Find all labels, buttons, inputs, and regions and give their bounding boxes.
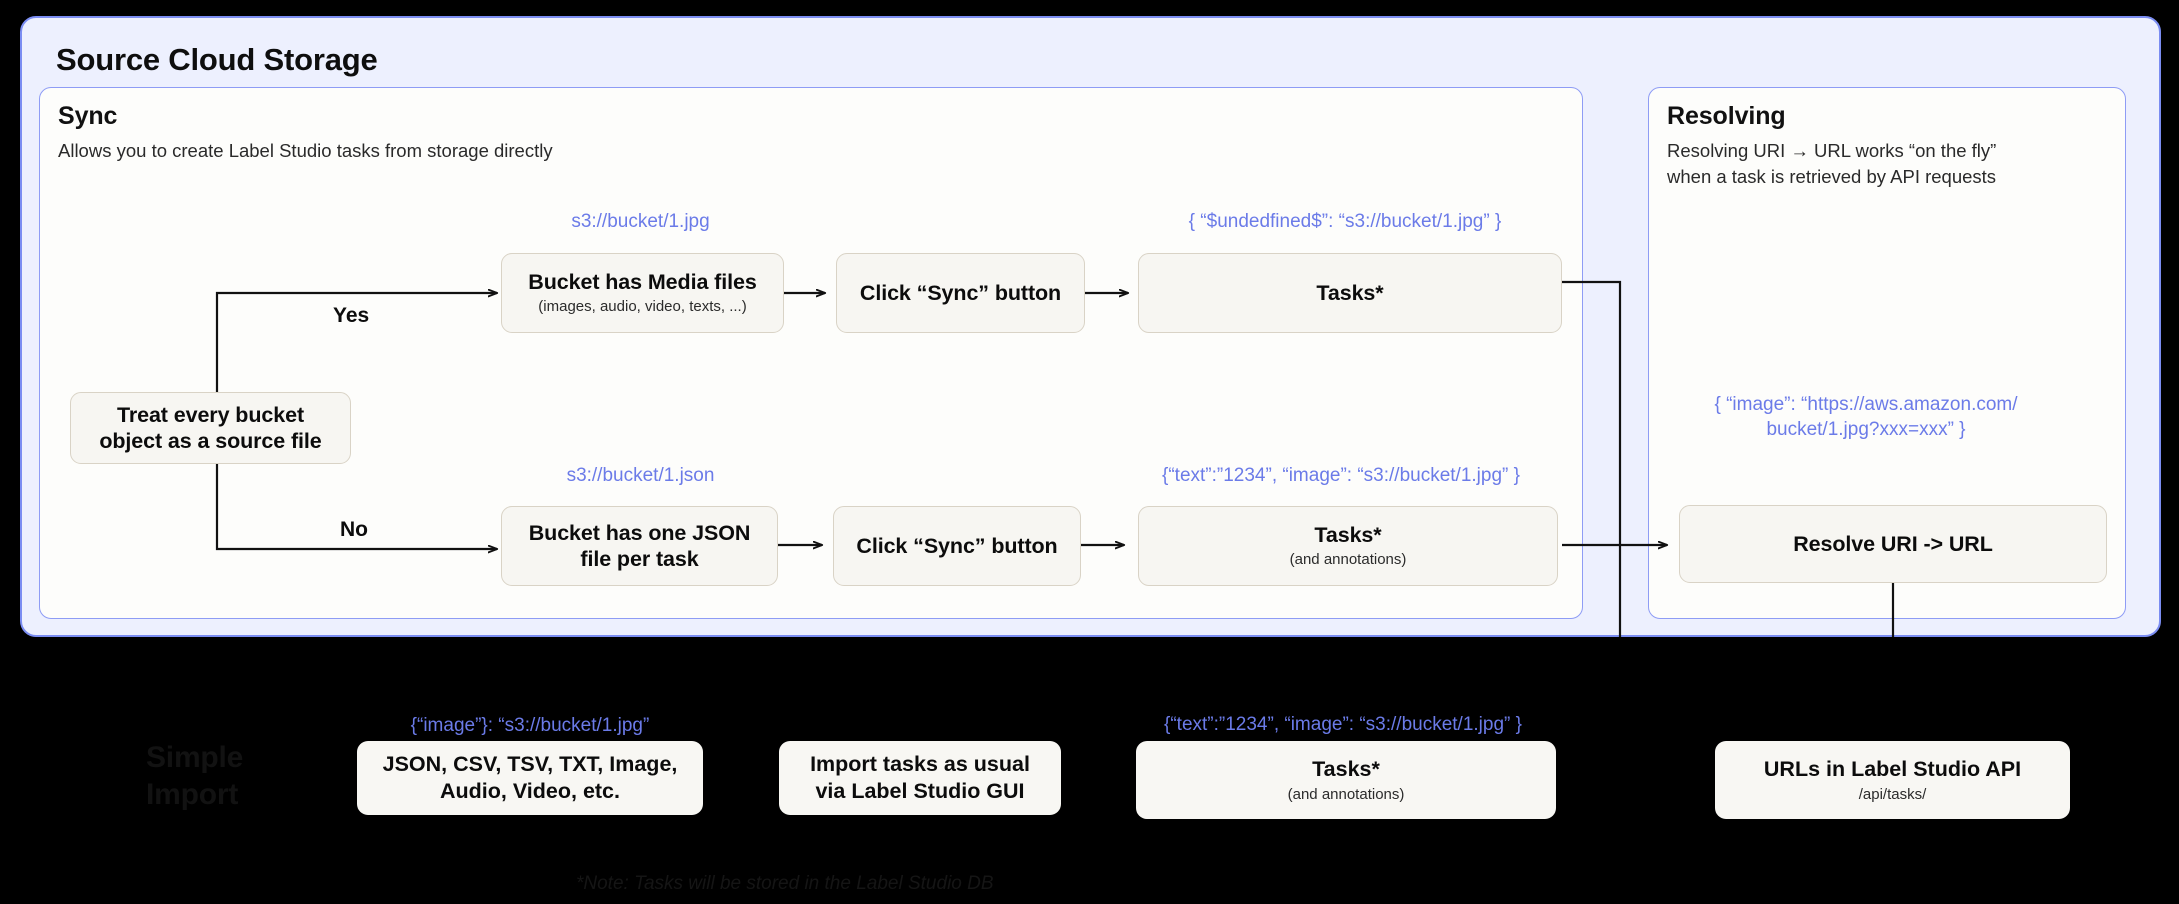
- node-label: Import tasks as usual via Label Studio G…: [810, 751, 1030, 803]
- no-result-json-label: {“text”:”1234”, “image”: “s3://bucket/1.…: [1162, 465, 1520, 486]
- node-bucket-has-one-json-file[interactable]: Bucket has one JSON file per task: [501, 506, 778, 586]
- import-tasks-json-label: {“text”:”1234”, “image”: “s3://bucket/1.…: [1164, 714, 1522, 735]
- yes-result-json-label: { “$undedfined$”: “s3://bucket/1.jpg” }: [1188, 211, 1502, 232]
- branch-label-no: No: [340, 518, 368, 541]
- node-label: Resolve URI -> URL: [1793, 531, 1993, 556]
- node-label: Tasks*: [1314, 523, 1382, 548]
- node-label: Click “Sync” button: [859, 280, 1062, 305]
- no-uri-label: s3://bucket/1.json: [566, 465, 715, 486]
- node-label: Tasks*: [1316, 280, 1384, 305]
- branch-label-yes: Yes: [333, 304, 370, 327]
- formats-json-label: {“image”}: “s3://bucket/1.jpg”: [410, 715, 650, 736]
- page-title: Source Cloud Storage: [56, 42, 378, 77]
- node-label: Bucket has Media files: [528, 270, 757, 295]
- node-label: Treat every bucket object as a source fi…: [99, 402, 322, 453]
- node-sublabel: /api/tasks/: [1858, 785, 1927, 803]
- node-label: Bucket has one JSON file per task: [528, 520, 751, 571]
- node-label: Click “Sync” button: [856, 533, 1058, 558]
- footer-note: *Note: Tasks will be stored in the Label…: [576, 873, 994, 894]
- node-sublabel: (and annotations): [1289, 551, 1407, 569]
- node-urls-in-label-studio-api[interactable]: URLs in Label Studio API /api/tasks/: [1715, 741, 2070, 819]
- resolving-title: Resolving: [1667, 102, 1786, 130]
- node-label: JSON, CSV, TSV, TXT, Image, Audio, Video…: [382, 751, 678, 803]
- node-tasks-import[interactable]: Tasks* (and annotations): [1136, 741, 1556, 819]
- node-treat-every-bucket-object[interactable]: Treat every bucket object as a source fi…: [70, 392, 351, 464]
- node-resolve-uri-url[interactable]: Resolve URI -> URL: [1679, 505, 2107, 583]
- node-label: URLs in Label Studio API: [1763, 756, 2022, 781]
- node-supported-formats[interactable]: JSON, CSV, TSV, TXT, Image, Audio, Video…: [357, 741, 703, 815]
- node-click-sync-button-no[interactable]: Click “Sync” button: [833, 506, 1081, 586]
- node-label: Tasks*: [1312, 756, 1380, 781]
- resolving-json-label: { “image”: “https://aws.amazon.com/ buck…: [1714, 394, 2018, 440]
- node-tasks-yes[interactable]: Tasks*: [1138, 253, 1562, 333]
- node-tasks-no[interactable]: Tasks* (and annotations): [1138, 506, 1558, 586]
- node-sublabel: (and annotations): [1287, 785, 1405, 803]
- node-bucket-has-media-files[interactable]: Bucket has Media files (images, audio, v…: [501, 253, 784, 333]
- node-import-tasks-via-gui[interactable]: Import tasks as usual via Label Studio G…: [779, 741, 1061, 815]
- sync-subtitle: Allows you to create Label Studio tasks …: [58, 140, 553, 161]
- yes-uri-label: s3://bucket/1.jpg: [571, 211, 710, 232]
- node-sublabel: (images, audio, video, texts, ...): [538, 298, 747, 316]
- simple-import-section-title: Simple Import: [146, 741, 244, 811]
- resolving-subtitle: Resolving URI → URL works “on the fly” w…: [1667, 140, 1997, 188]
- sync-title: Sync: [58, 102, 118, 130]
- node-click-sync-button-yes[interactable]: Click “Sync” button: [836, 253, 1085, 333]
